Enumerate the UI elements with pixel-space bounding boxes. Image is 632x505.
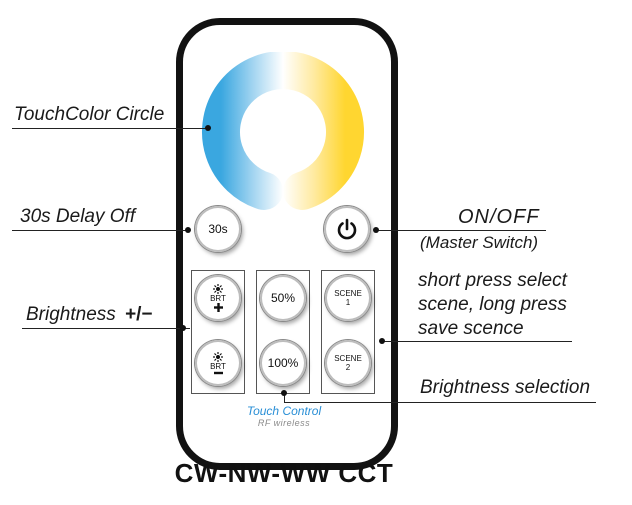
scene2-label: SCENE — [334, 354, 362, 363]
sun-icon — [213, 351, 223, 362]
brightness-callout-text: Brightness — [26, 304, 116, 325]
pct100-label: 100% — [267, 356, 299, 370]
onoff-leader — [376, 230, 546, 231]
delay-30s-button[interactable]: 30s — [195, 206, 241, 252]
brand-line-touch-control: Touch Control — [246, 404, 322, 418]
scene-leader — [382, 341, 572, 342]
scene1-number: 1 — [345, 298, 351, 307]
master-switch-callout: (Master Switch) — [420, 233, 539, 252]
delay-callout: 30s Delay Off — [20, 206, 136, 227]
scene-dot — [379, 338, 385, 344]
selection-leader-vertical — [284, 394, 285, 403]
touchcolor-callout: TouchColor Circle — [14, 104, 165, 125]
selection-dot — [281, 390, 287, 396]
touchcolor-leader — [12, 128, 208, 129]
delay-leader — [12, 230, 188, 231]
product-title: CW-NW-WW CCT — [174, 458, 394, 488]
pct50-label: 50% — [270, 291, 296, 305]
power-icon — [337, 218, 357, 240]
onoff-callout: ON/OFF — [458, 206, 540, 228]
brightness-leader — [22, 328, 190, 329]
power-button[interactable] — [324, 206, 370, 252]
plus-icon — [213, 303, 223, 312]
scene1-label: SCENE — [334, 289, 362, 298]
scene-callout-line1: short press select — [418, 270, 567, 291]
brightness-up-button[interactable]: BRT — [195, 275, 241, 321]
brightness-50-button[interactable]: 50% — [260, 275, 306, 321]
scene-callout-line3: save scence — [418, 318, 524, 339]
brightness-callout-symbols: +/− — [125, 304, 153, 325]
onoff-dot — [373, 227, 379, 233]
brightness-down-button[interactable]: BRT — [195, 340, 241, 386]
touchcolor-dot — [205, 125, 211, 131]
brightness-dot — [180, 325, 186, 331]
brightness-100-button[interactable]: 100% — [260, 340, 306, 386]
minus-icon — [213, 371, 223, 374]
delay-dot — [185, 227, 191, 233]
sun-icon — [213, 284, 223, 294]
brand-line-rf-wireless: RF wireless — [257, 418, 311, 428]
onoff-callout-text: ON/OFF — [458, 206, 540, 228]
brightness-callout: Brightness +/− — [26, 304, 153, 326]
scene2-number: 2 — [345, 363, 351, 372]
brightness-selection-callout: Brightness selection — [420, 377, 591, 398]
brt-up-label: BRT — [210, 294, 226, 303]
brt-down-label: BRT — [210, 361, 226, 371]
delay-button-label: 30s — [208, 222, 228, 236]
selection-leader — [284, 402, 596, 403]
scene-1-button[interactable]: SCENE 1 — [325, 275, 371, 321]
touchcolor-circle[interactable] — [200, 51, 366, 212]
scene-callout-line2: scene, long press — [418, 294, 567, 315]
scene-2-button[interactable]: SCENE 2 — [325, 340, 371, 386]
